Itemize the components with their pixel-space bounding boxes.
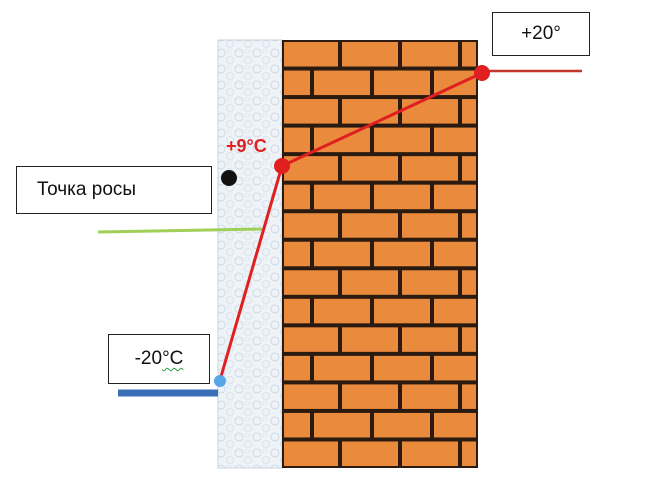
brick <box>434 412 476 438</box>
brick <box>314 298 370 324</box>
dew-point-label: Точка росы <box>16 166 212 214</box>
brick <box>402 99 458 124</box>
brick <box>342 441 398 466</box>
brick <box>462 270 476 295</box>
inside-temperature-text: +20° <box>521 23 561 44</box>
brick <box>314 241 370 267</box>
brick <box>284 99 338 124</box>
brick <box>284 355 310 381</box>
brick <box>284 42 338 67</box>
brick <box>342 213 398 238</box>
dew-point-line <box>97 227 263 234</box>
outside-temperature-unit: °С <box>162 348 184 369</box>
brick <box>374 127 430 153</box>
brick <box>402 384 458 409</box>
outside-temperature-point <box>214 375 226 387</box>
outside-temperature-label: -20°С <box>108 334 210 384</box>
brick <box>284 298 310 324</box>
brick <box>402 42 458 67</box>
outside-temperature-value: -20 <box>134 348 163 369</box>
brick <box>462 42 476 67</box>
brick <box>284 213 338 238</box>
interface-temperature-point <box>274 158 290 174</box>
brick <box>402 156 458 181</box>
insulation-layer <box>217 39 283 469</box>
brick <box>462 327 476 352</box>
brick <box>462 384 476 409</box>
brick <box>342 156 398 181</box>
brick <box>342 327 398 352</box>
brick <box>374 70 430 96</box>
brick <box>314 70 370 96</box>
dew-point-text: Точка росы <box>37 179 137 200</box>
dew-point-marker-icon <box>221 170 237 186</box>
brick <box>434 184 476 210</box>
brick <box>284 184 310 210</box>
brick <box>434 241 476 267</box>
inside-temperature-label: +20° <box>492 12 590 56</box>
inside-temperature-point <box>474 65 490 81</box>
brick <box>374 184 430 210</box>
brick <box>402 441 458 466</box>
brick-wall <box>282 40 478 468</box>
brick <box>314 355 370 381</box>
brick <box>462 441 476 466</box>
brick <box>284 384 338 409</box>
brick <box>462 213 476 238</box>
brick <box>342 384 398 409</box>
brick <box>342 42 398 67</box>
brick <box>284 241 310 267</box>
interface-temperature-label: +9°С <box>226 136 267 157</box>
brick <box>284 270 338 295</box>
brick <box>342 270 398 295</box>
brick <box>434 355 476 381</box>
brick <box>284 441 338 466</box>
brick <box>402 270 458 295</box>
brick <box>434 298 476 324</box>
brick <box>402 213 458 238</box>
brick <box>374 241 430 267</box>
brick <box>284 412 310 438</box>
brick <box>284 127 310 153</box>
brick <box>314 412 370 438</box>
brick <box>284 327 338 352</box>
brick <box>374 355 430 381</box>
brick <box>314 184 370 210</box>
brick <box>402 327 458 352</box>
brick <box>374 298 430 324</box>
brick <box>374 412 430 438</box>
brick <box>462 99 476 124</box>
brick <box>462 156 476 181</box>
interface-temperature-text: +9°С <box>226 136 267 156</box>
brick <box>434 127 476 153</box>
brick <box>342 99 398 124</box>
brick <box>284 70 310 96</box>
